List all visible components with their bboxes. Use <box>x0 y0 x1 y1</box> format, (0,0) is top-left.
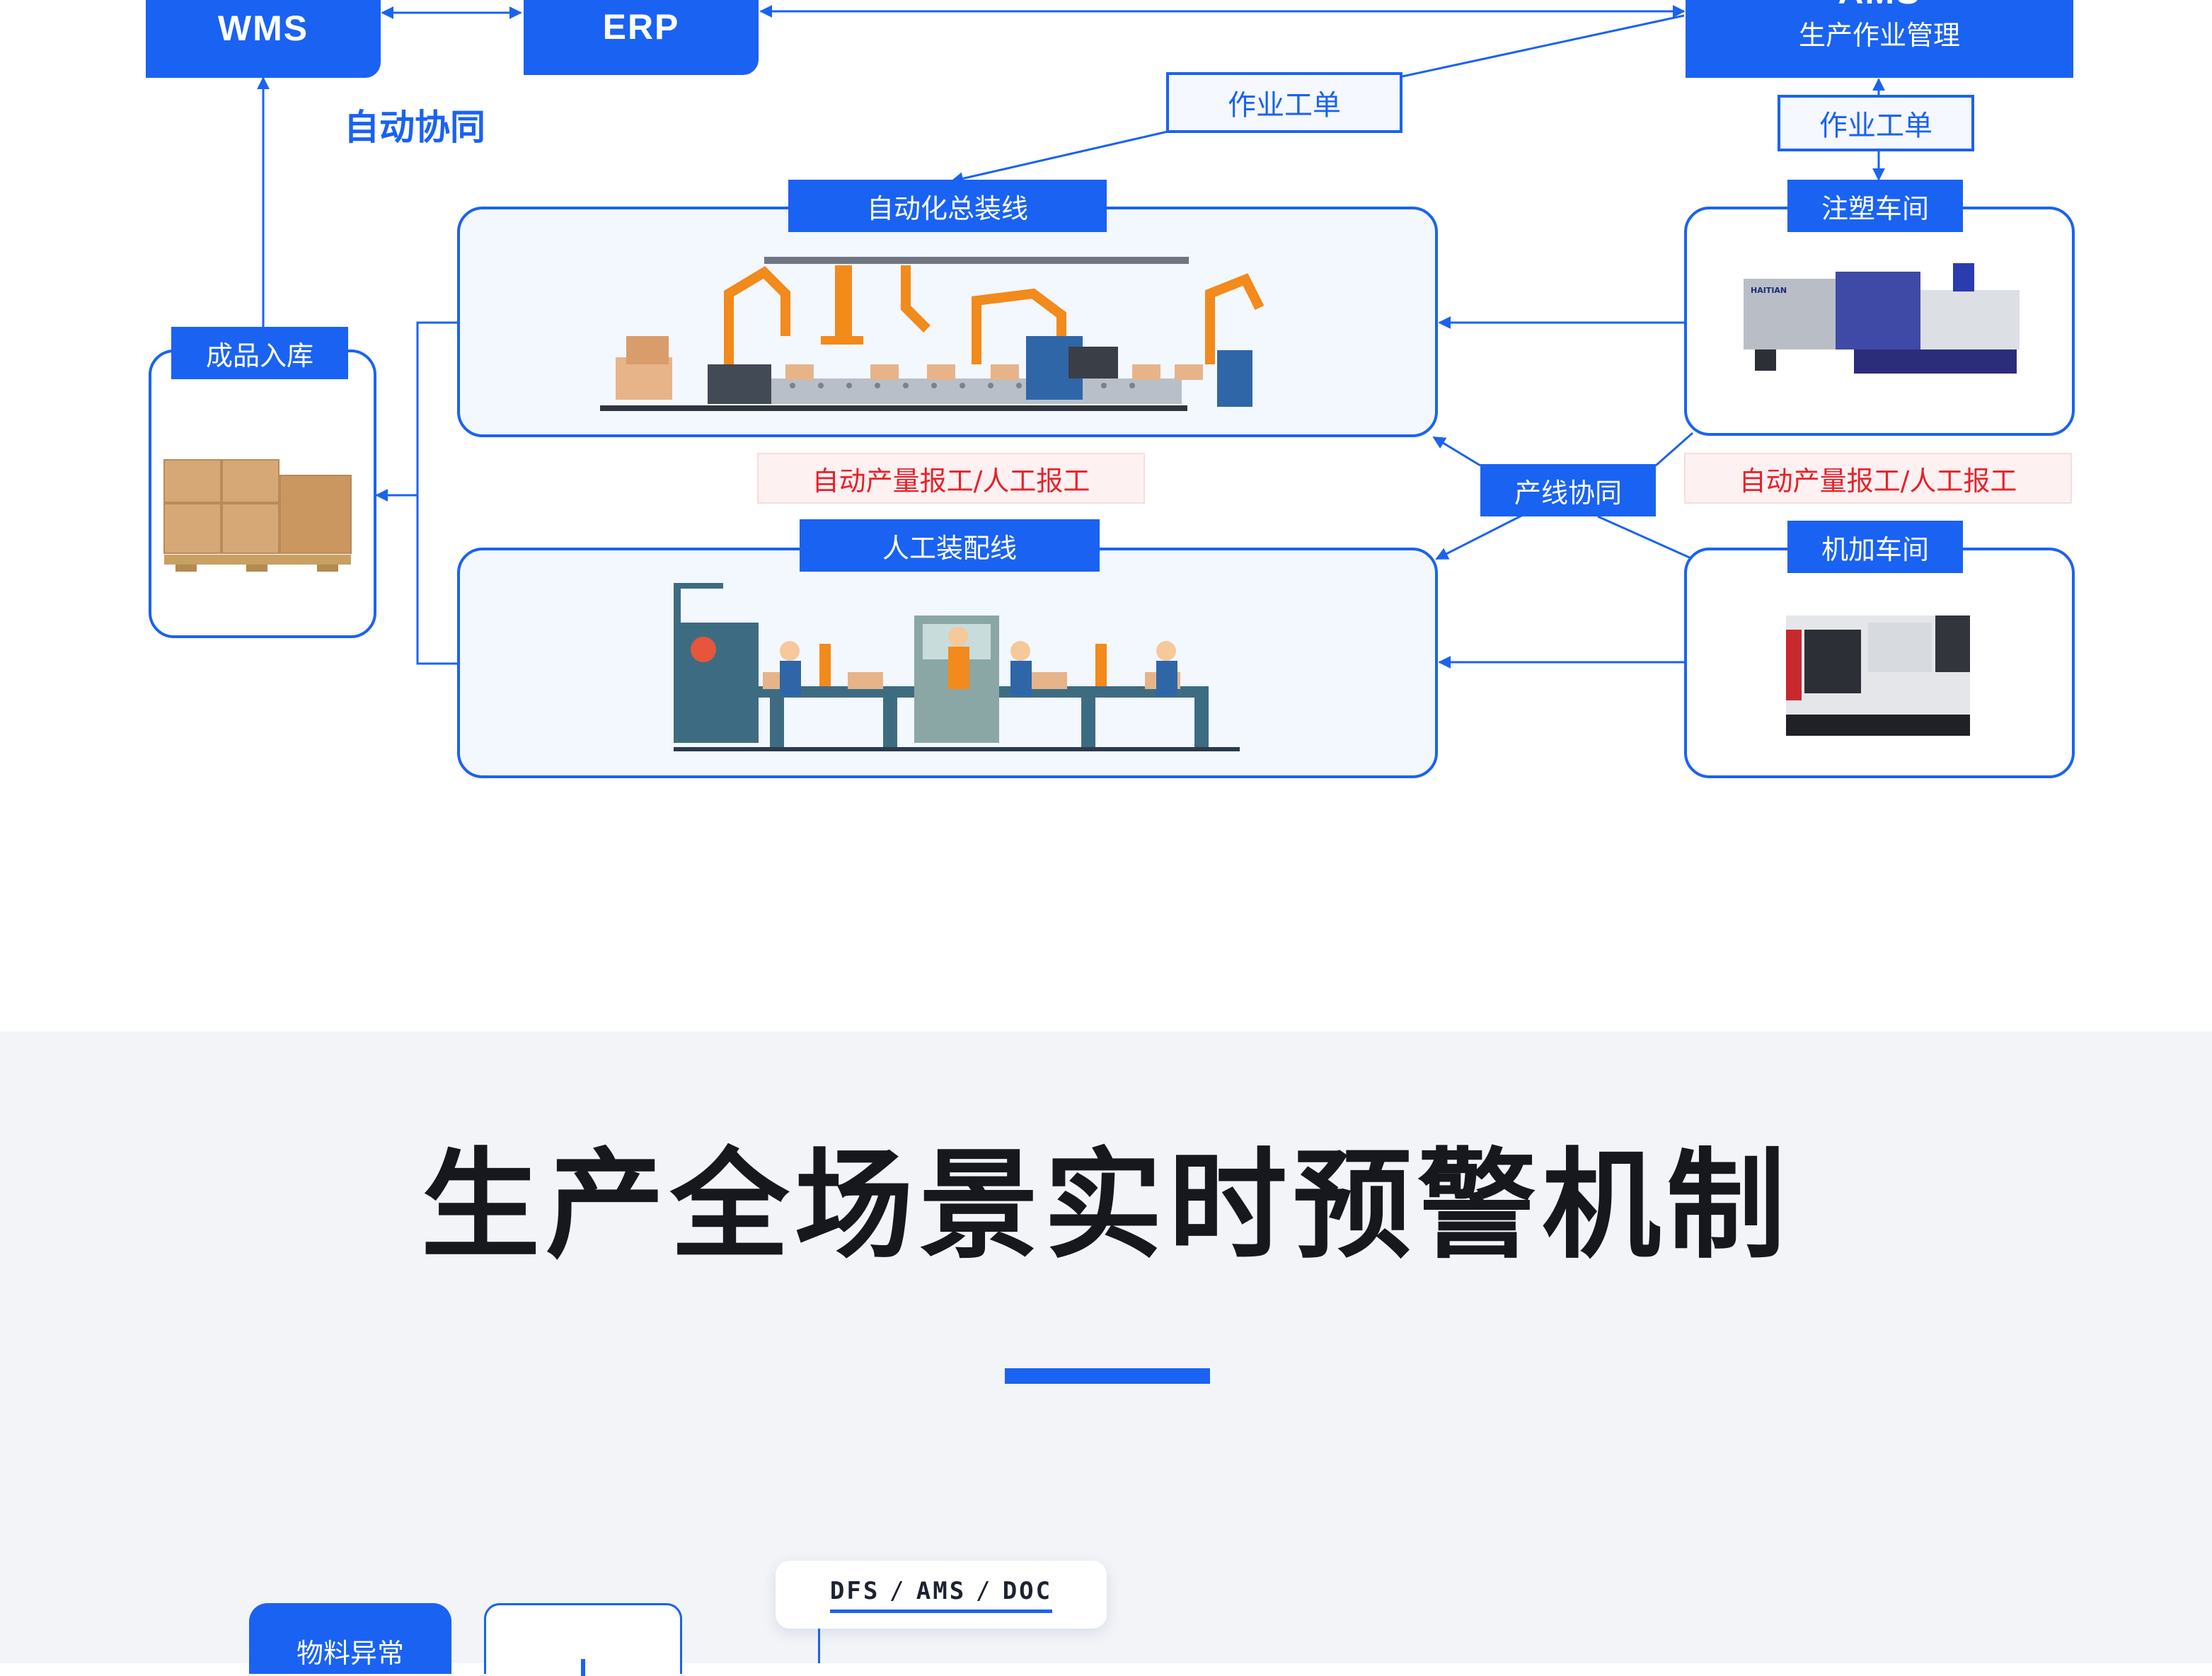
line-sync-tag: 产线协同 <box>1480 464 1656 516</box>
connector-lines <box>257 5 1885 669</box>
tab-card-connector <box>818 1629 820 1663</box>
alert-section-background <box>0 1031 2212 1663</box>
erp-system-box[interactable]: ERP <box>524 0 759 75</box>
injection-report-label: 自动产量报工/人工报工 <box>1684 453 2072 504</box>
auto-line-title: 自动化总装线 <box>788 180 1107 232</box>
wms-label: WMS <box>217 8 309 48</box>
tab-separator-2: / <box>976 1576 993 1605</box>
injection-machine-illustration: HAITIAN <box>1744 263 2020 374</box>
stacked-boxes-illustration <box>163 459 352 572</box>
tab-dfs[interactable]: DFS <box>829 1576 880 1605</box>
section-title: 生产全场景实时预警机制 <box>421 1136 1791 1275</box>
ams-system-box[interactable]: AMS 生产作业管理 <box>1686 0 2073 78</box>
machining-workshop-title: 机加车间 <box>1787 521 1963 573</box>
material-anomaly-label: 物料异常 <box>296 1638 404 1669</box>
card-marker <box>581 1659 585 1676</box>
tab-separator-1: / <box>889 1576 906 1605</box>
cnc-lathe-illustration <box>1786 616 1970 736</box>
auto-line-report-label: 自动产量报工/人工报工 <box>757 453 1145 504</box>
manual-line-illustration <box>674 583 1240 751</box>
manual-line-title: 人工装配线 <box>800 519 1100 572</box>
erp-label: ERP <box>602 7 680 47</box>
wms-system-box[interactable]: WMS <box>146 0 381 78</box>
ams-label: AMS <box>1838 0 1920 9</box>
finished-goods-title: 成品入库 <box>171 327 348 379</box>
auto-line-illustration <box>600 257 1265 411</box>
ams-subtitle: 生产作业管理 <box>1798 20 1960 51</box>
machine-brand-label: HAITIAN <box>1751 286 1787 295</box>
title-underline <box>1005 1368 1210 1384</box>
material-anomaly-button[interactable]: 物料异常 <box>249 1603 451 1674</box>
anomaly-detail-card <box>484 1603 682 1676</box>
tab-doc[interactable]: DOC <box>1002 1576 1053 1605</box>
tab-ams[interactable]: AMS <box>916 1576 967 1605</box>
injection-workshop-title: 注塑车间 <box>1787 180 1963 232</box>
system-tab-card[interactable]: DFS / AMS / DOC <box>776 1561 1107 1629</box>
auto-sync-label: 自动协同 <box>344 107 485 148</box>
work-order-tag-1: 作业工单 <box>1166 72 1402 133</box>
work-order-tag-2: 作业工单 <box>1778 95 1974 151</box>
